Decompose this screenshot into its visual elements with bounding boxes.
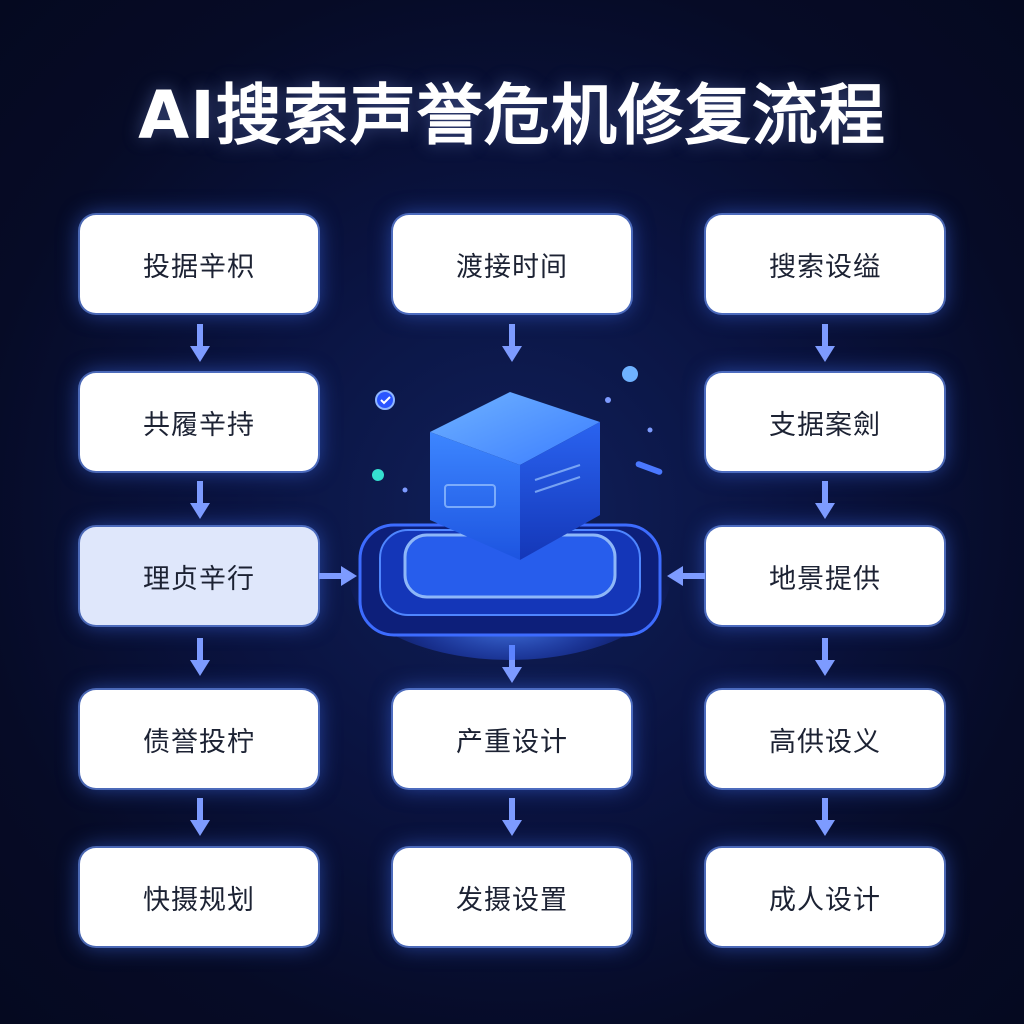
- arrow-down-icon: [188, 324, 212, 364]
- node-right-1[interactable]: 搜索设缢: [706, 215, 944, 313]
- node-label: 投据辛枳: [143, 251, 255, 283]
- arrow-down-icon: [188, 638, 212, 678]
- node-right-5[interactable]: 成人设计: [706, 848, 944, 946]
- node-right-3[interactable]: 地景提供: [706, 527, 944, 625]
- node-label: 高供设义: [769, 726, 881, 758]
- node-label: 搜索设缢: [769, 251, 881, 283]
- arrow-down-icon: [500, 798, 524, 838]
- node-left-1[interactable]: 投据辛枳: [80, 215, 318, 313]
- arrow-down-icon: [188, 481, 212, 521]
- node-label: 快摄规划: [143, 884, 255, 916]
- arrow-left-icon: [665, 564, 705, 588]
- node-right-2[interactable]: 支据案劍: [706, 373, 944, 471]
- node-label: 理贞辛行: [143, 563, 255, 595]
- arrow-down-icon: [813, 798, 837, 838]
- node-label: 地景提供: [769, 563, 881, 595]
- node-left-5[interactable]: 快摄规划: [80, 848, 318, 946]
- node-right-4[interactable]: 高供设义: [706, 690, 944, 788]
- node-middle-2[interactable]: 产重设计: [393, 690, 631, 788]
- arrow-down-icon: [813, 481, 837, 521]
- node-label: 共履辛持: [143, 409, 255, 441]
- node-label: 债誉投柠: [143, 726, 255, 758]
- arrow-right-icon: [319, 564, 359, 588]
- arrow-down-icon: [813, 638, 837, 678]
- node-middle-1[interactable]: 渡接时间: [393, 215, 631, 313]
- node-left-3[interactable]: 理贞辛行: [80, 527, 318, 625]
- node-label: 渡接时间: [456, 251, 568, 283]
- node-left-2[interactable]: 共履辛持: [80, 373, 318, 471]
- arrow-down-icon: [813, 324, 837, 364]
- node-left-4[interactable]: 债誉投柠: [80, 690, 318, 788]
- node-label: 发摄设置: [456, 884, 568, 916]
- page-title: AI搜索声誉危机修复流程: [138, 77, 886, 154]
- arrow-down-icon: [500, 324, 524, 364]
- node-label: 成人设计: [769, 884, 881, 916]
- node-label: 产重设计: [456, 726, 568, 758]
- cube-platform-icon: [350, 360, 670, 660]
- node-middle-3[interactable]: 发摄设置: [393, 848, 631, 946]
- node-label: 支据案劍: [769, 409, 881, 441]
- arrow-down-icon: [188, 798, 212, 838]
